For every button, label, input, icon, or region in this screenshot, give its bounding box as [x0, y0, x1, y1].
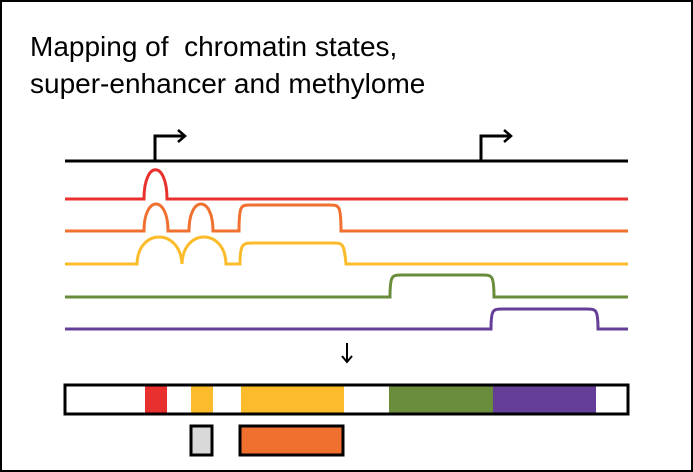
- title-line-1: Mapping of chromatin states,: [30, 31, 398, 62]
- super-enhancer-box: [238, 424, 345, 457]
- gene-track: [65, 129, 628, 163]
- down-arrow-icon: [341, 343, 353, 364]
- track-green: [65, 273, 628, 299]
- track-orange: [65, 202, 628, 233]
- tss-arrow-icon: [153, 129, 187, 161]
- state-segment-yellow: [241, 386, 344, 413]
- state-segment-red: [145, 386, 167, 413]
- tss-arrow-icon: [479, 129, 513, 161]
- state-segment-orange: [191, 386, 213, 413]
- title-line-2: super-enhancer and methylome: [30, 68, 426, 99]
- track-red: [65, 168, 628, 201]
- track-purple: [65, 307, 628, 331]
- methylome-box: [189, 424, 214, 457]
- chromatin-state-summary-bar: [63, 383, 630, 416]
- state-segment-green: [389, 386, 493, 413]
- state-segment-purple: [493, 386, 596, 413]
- track-yellow: [65, 235, 628, 266]
- figure-title: Mapping of chromatin states, super-enhan…: [30, 28, 425, 102]
